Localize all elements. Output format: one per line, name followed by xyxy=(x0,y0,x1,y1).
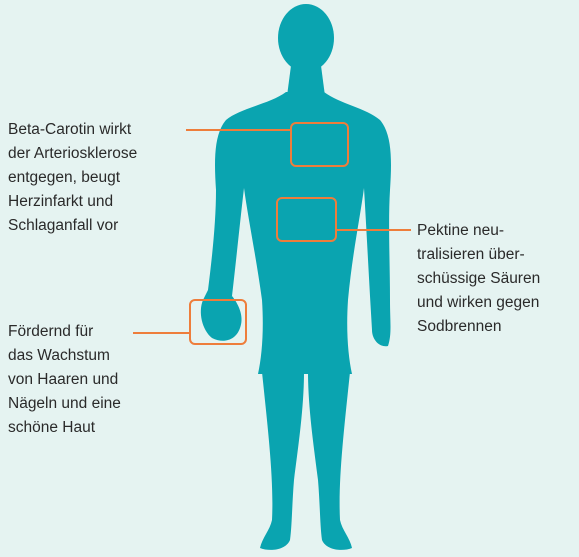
silhouette-hand-left xyxy=(201,296,242,341)
annotation-hand: Fördernd für das Wachstum von Haaren und… xyxy=(8,320,121,440)
annotation-stomach: Pektine neu- tralisieren über- schüssige… xyxy=(417,219,540,339)
silhouette-leg-right xyxy=(308,372,352,550)
annotation-heart: Beta-Carotin wirkt der Arteriosklerose e… xyxy=(8,118,137,238)
silhouette-neck xyxy=(287,58,325,96)
silhouette-leg-left xyxy=(260,372,304,550)
human-silhouette xyxy=(201,4,391,550)
